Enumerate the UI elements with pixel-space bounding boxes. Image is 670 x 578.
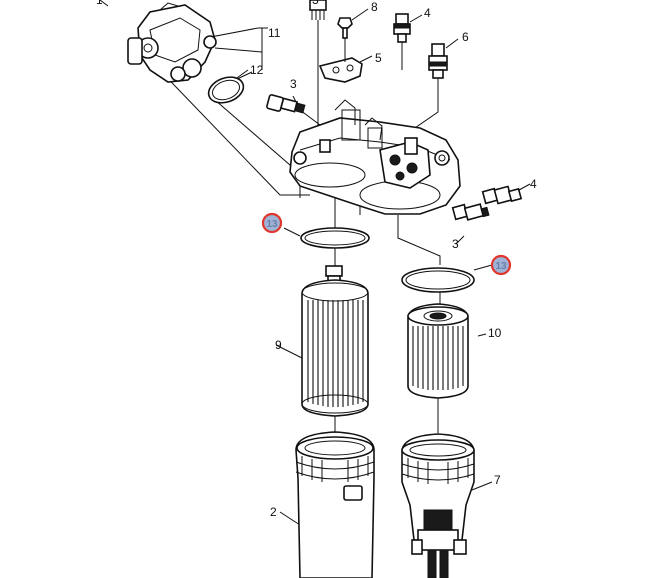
callout-13-right: 13 [495, 261, 507, 272]
part-12-oring [207, 76, 245, 104]
callout-11: 11 [268, 26, 281, 40]
filter-10-pleats [412, 326, 464, 390]
callout-3-right: 3 [452, 237, 459, 251]
part-4-sensor-top [393, 13, 411, 43]
part-7-bowl [401, 433, 475, 578]
highlight-ring [490, 254, 512, 276]
part-13-oring-right [401, 267, 475, 293]
callout-3-left: 3 [290, 77, 297, 91]
part-6-sensor [428, 43, 448, 79]
callout-5: 5 [375, 51, 382, 65]
callout-13-right-highlight: 13 [490, 254, 512, 276]
callout-13-left-highlight: 13 [261, 212, 283, 234]
callout-4-right: 4 [530, 177, 537, 191]
part-2-bowl [295, 431, 375, 578]
part-1-housing [127, 2, 217, 83]
part-3-fitting-left [266, 94, 306, 114]
callout-7: 7 [494, 473, 501, 487]
bowl-7-grip-ribs [407, 458, 469, 484]
part-8-screw [337, 17, 353, 39]
callout-4-top: 4 [424, 6, 431, 20]
highlight-ring [261, 212, 283, 234]
part-10-filter-element [407, 303, 469, 399]
part-4-sensor-right [481, 185, 523, 205]
part-1-bolt [309, 0, 327, 20]
callout-3-top: 3 [312, 0, 319, 7]
callout-12: 12 [250, 63, 264, 77]
callout-9: 9 [275, 338, 282, 352]
part-5-bracket [318, 50, 363, 83]
callout-10: 10 [488, 326, 502, 340]
callout-13-left: 13 [266, 219, 278, 230]
filter-9-pleats [307, 300, 364, 407]
callout-2: 2 [270, 505, 277, 519]
bowl-2-grip-ribs [301, 456, 369, 482]
filter-head-body [289, 99, 461, 215]
callout-8: 8 [371, 0, 378, 14]
callout-1: 1 [96, 0, 103, 7]
callout-labels: 1 2 3 3 3 4 4 5 6 7 8 9 10 11 12 13 13 [96, 0, 537, 519]
part-9-filter-element [301, 265, 369, 417]
part-3-fitting-right [451, 203, 490, 221]
part-13-oring-left [300, 227, 370, 249]
callout-6: 6 [462, 30, 469, 44]
